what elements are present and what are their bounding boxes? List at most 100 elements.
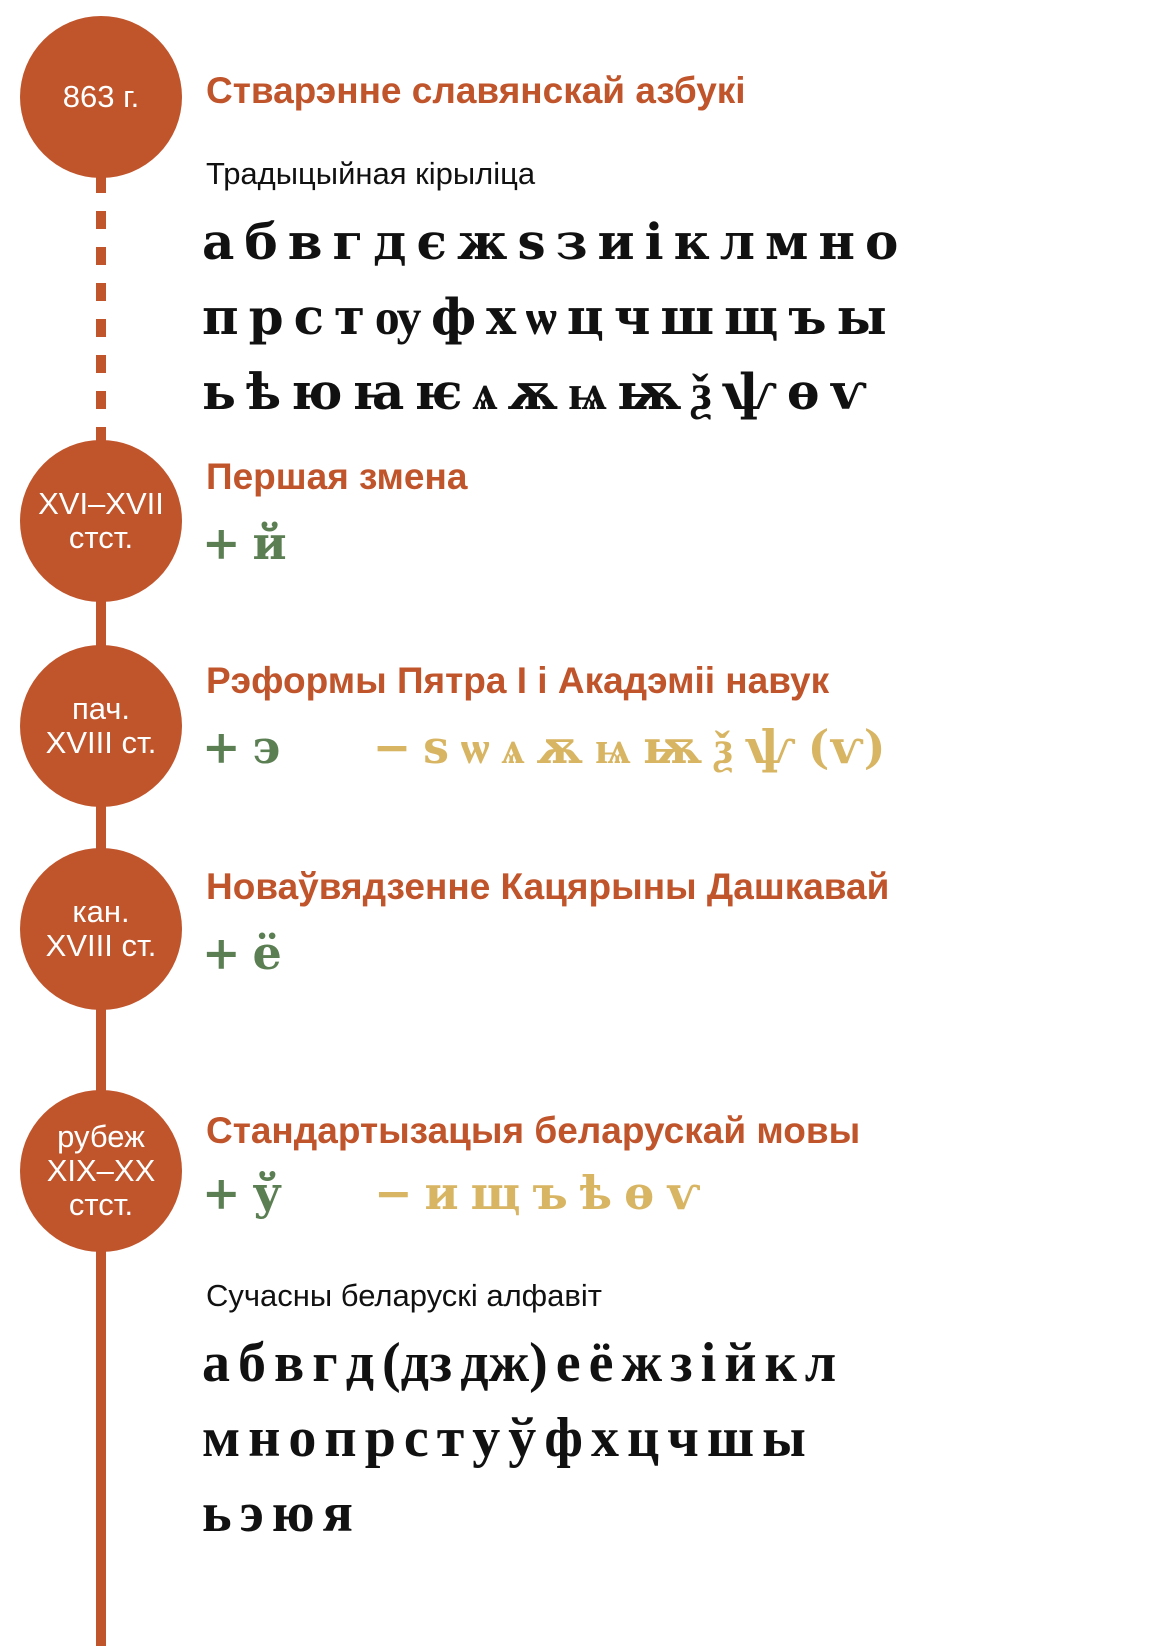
event-title-dashkova: Новаўвядзенне Кацярыны Дашкавай bbox=[206, 866, 890, 907]
traditional-letter: ѯ bbox=[691, 362, 712, 421]
modern-letter: ф bbox=[544, 1407, 583, 1469]
traditional-letter: д bbox=[373, 212, 407, 271]
modern-letter: п bbox=[324, 1407, 357, 1469]
modern-letter: ь bbox=[202, 1482, 232, 1544]
removed-letter: ѳ bbox=[624, 1166, 655, 1220]
traditional-letter: ѥ bbox=[414, 362, 463, 421]
removed-letter: ѯ bbox=[714, 720, 733, 774]
modern-letter: я bbox=[322, 1482, 353, 1544]
date-circle-16-17c: XVI–XVII стст. bbox=[20, 440, 182, 602]
removed-letter: ѩ bbox=[594, 720, 631, 774]
date-circle-late-18c: кан. XVIII ст. bbox=[20, 848, 182, 1010]
date-circle-early-18c: пач. XVIII ст. bbox=[20, 645, 182, 807]
removed-letter: ѧ bbox=[501, 720, 525, 774]
traditional-letter: х bbox=[486, 287, 516, 346]
plus-sign: + bbox=[202, 516, 241, 570]
event-title-creation: Стварэнне славянскай азбукі bbox=[206, 70, 746, 111]
removed-letter: ѭ bbox=[642, 720, 703, 774]
modern-letter: й bbox=[724, 1332, 757, 1394]
traditional-letter: ꙗ bbox=[352, 362, 405, 421]
letter-changes: +й bbox=[202, 516, 311, 570]
traditional-letter: з bbox=[555, 212, 588, 271]
traditional-letter: щ bbox=[724, 287, 779, 346]
date-label: кан. XVIII ст. bbox=[45, 893, 157, 963]
added-letters: +ё bbox=[202, 926, 306, 980]
removed-letter: (ѵ) bbox=[807, 720, 886, 774]
modern-letter: а bbox=[202, 1332, 230, 1394]
letter-changes: +ё bbox=[202, 926, 306, 980]
traditional-letter: п bbox=[202, 287, 239, 346]
added-letter: ё bbox=[252, 926, 282, 980]
traditional-letter: ѳ bbox=[786, 362, 820, 421]
modern-letter: о bbox=[288, 1407, 317, 1469]
traditional-letter: ц bbox=[566, 287, 604, 346]
traditional-letter: о bbox=[865, 212, 899, 271]
traditional-letter: в bbox=[287, 212, 323, 271]
date-label: 863 г. bbox=[62, 78, 140, 114]
modern-letter: т bbox=[436, 1407, 465, 1469]
modern-letter: ю bbox=[271, 1482, 315, 1544]
traditional-letter: ѩ bbox=[567, 362, 607, 421]
plus-sign: + bbox=[202, 720, 241, 774]
traditional-letter: є bbox=[416, 212, 447, 271]
modern-letter: ы bbox=[762, 1407, 806, 1469]
traditional-letter: ч bbox=[613, 287, 651, 346]
removed-letter: ѱ bbox=[744, 720, 796, 774]
traditional-letter: б bbox=[244, 212, 278, 271]
traditional-letter: р bbox=[248, 287, 284, 346]
date-circle-863: 863 г. bbox=[20, 16, 182, 178]
traditional-letter: м bbox=[764, 212, 809, 271]
removed-letter: ѡ bbox=[461, 720, 490, 774]
modern-letter: з bbox=[670, 1332, 693, 1394]
traditional-letter: ѹ bbox=[375, 287, 422, 346]
modern-letter: д bbox=[345, 1332, 375, 1394]
traditional-letter: ѱ bbox=[721, 362, 777, 421]
event-title-first-change: Першая змена bbox=[206, 456, 468, 497]
traditional-letter: ф bbox=[431, 287, 477, 346]
traditional-letter: ъ bbox=[788, 287, 827, 346]
traditional-letter: н bbox=[818, 212, 856, 271]
traditional-letter: и bbox=[597, 212, 635, 271]
modern-letter: б bbox=[238, 1332, 266, 1394]
date-label: XVI–XVII стст. bbox=[38, 485, 164, 555]
timeline-solid-segment bbox=[96, 460, 106, 1646]
added-letter: ў bbox=[252, 1166, 282, 1220]
traditional-letter: ѡ bbox=[525, 287, 557, 346]
traditional-letter: ы bbox=[836, 287, 887, 346]
added-letter: э bbox=[252, 720, 281, 774]
removed-letter: ѕ bbox=[423, 720, 450, 774]
traditional-letter: ь bbox=[202, 362, 236, 421]
removed-letter: ѣ bbox=[579, 1166, 613, 1220]
traditional-letter: ѫ bbox=[507, 362, 558, 421]
modern-letter: с bbox=[403, 1407, 429, 1469]
event-title-peter-reforms: Рэформы Пятра I і Акадэміі навук bbox=[206, 660, 830, 701]
modern-letter: ё bbox=[588, 1332, 614, 1394]
modern-letter: э bbox=[239, 1482, 264, 1544]
modern-letter: ш bbox=[706, 1407, 755, 1469]
traditional-letter: ѣ bbox=[245, 362, 282, 421]
modern-letter: ў bbox=[508, 1407, 537, 1469]
modern-letter: у bbox=[472, 1407, 501, 1469]
traditional-letter: ш bbox=[660, 287, 715, 346]
traditional-letter: а bbox=[202, 212, 235, 271]
added-letter: й bbox=[252, 516, 287, 570]
modern-letter: н bbox=[248, 1407, 281, 1469]
modern-letter: л bbox=[804, 1332, 837, 1394]
plus-sign: + bbox=[202, 1166, 241, 1220]
modern-letter: м bbox=[202, 1407, 241, 1469]
modern-letter: х bbox=[590, 1407, 619, 1469]
modern-letter: р bbox=[364, 1407, 396, 1469]
removed-letter: ъ bbox=[532, 1166, 568, 1220]
modern-letter: (дз bbox=[382, 1332, 453, 1394]
modern-letter: ч bbox=[667, 1407, 699, 1469]
date-circle-19-20c: рубеж XIX–XX стст. bbox=[20, 1090, 182, 1252]
minus-sign: − bbox=[372, 720, 412, 774]
removed-letter: и bbox=[424, 1166, 459, 1220]
traditional-letter: ю bbox=[291, 362, 343, 421]
